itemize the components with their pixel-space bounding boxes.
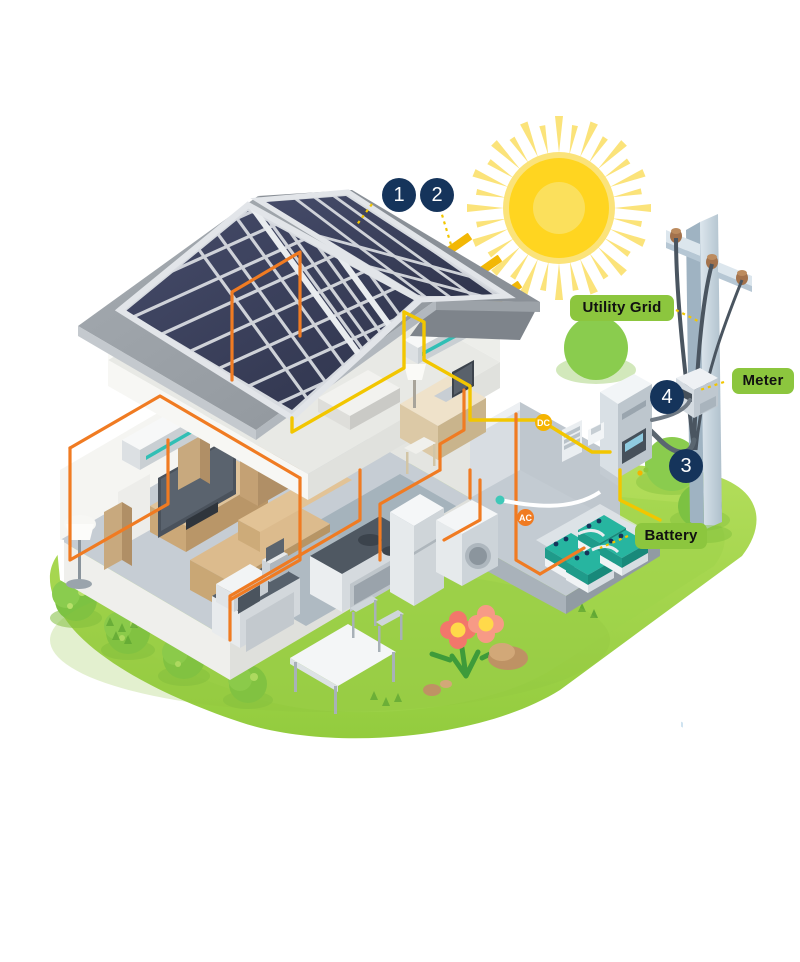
label-battery: Battery [635, 523, 707, 549]
label-meter: Meter [732, 368, 794, 394]
sun-icon [467, 116, 651, 300]
label-utility-grid: Utility Grid [570, 295, 674, 321]
flowers [423, 605, 528, 696]
ac-flow-marker: AC [517, 509, 534, 526]
label-utility-grid-text: Utility Grid [582, 298, 662, 316]
cable-connector [495, 495, 505, 505]
ac-cable [68, 250, 586, 642]
callout-badge-3-text: 3 [680, 454, 692, 477]
dc-flow-marker-text: DC [537, 417, 550, 428]
junction-box [588, 422, 604, 446]
callout-badge-1[interactable]: 1 [382, 178, 416, 212]
kitchen [212, 494, 444, 714]
laundry-area [436, 500, 498, 586]
label-battery-text: Battery [644, 526, 698, 544]
label-meter-text: Meter [742, 371, 784, 389]
callout-badge-4-text: 4 [661, 385, 673, 408]
inverter-cable [499, 490, 602, 508]
callout-badge-2-text: 2 [431, 183, 443, 206]
inverter-unit [600, 374, 652, 486]
service-drop-cable [650, 398, 692, 422]
callout-badge-1-text: 1 [393, 183, 405, 206]
grass-tufts [106, 603, 598, 706]
callout-badge-2[interactable]: 2 [420, 178, 454, 212]
callout-badge-4[interactable]: 4 [650, 380, 684, 414]
ac-flow-marker-text: AC [519, 512, 532, 523]
electric-meter [676, 368, 718, 728]
leader-lines [355, 203, 725, 550]
callout-badge-3[interactable]: 3 [669, 449, 703, 483]
dc-flow-marker: DC [535, 414, 552, 431]
dc-cable [290, 310, 662, 522]
